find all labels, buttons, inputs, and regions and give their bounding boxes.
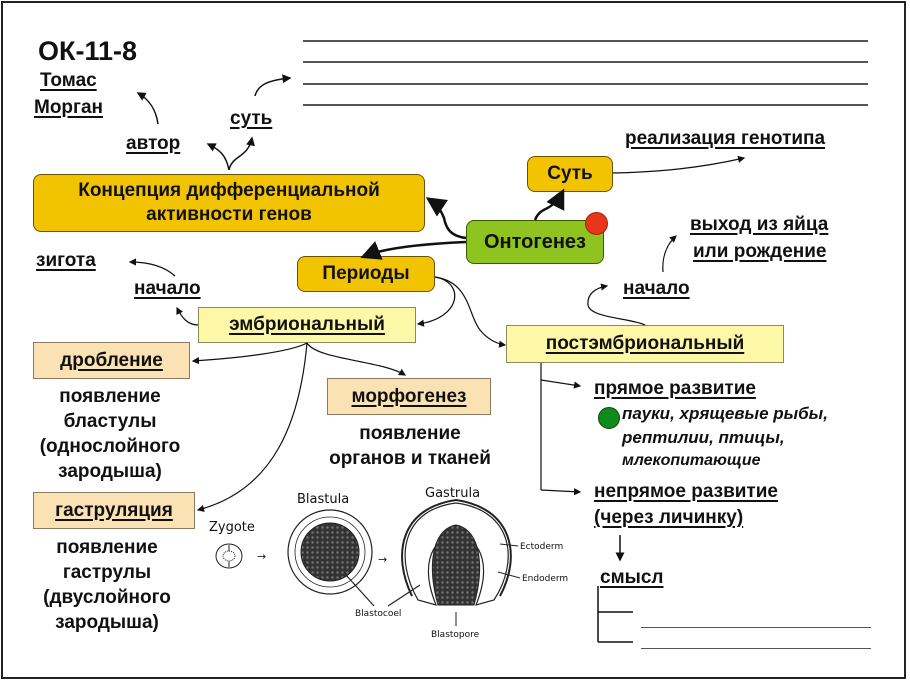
indirect-line1: непрямое развитие [594, 481, 778, 502]
gastrula-caption: Gastrula [425, 486, 481, 501]
direct-examples-line1: пауки, хрящевые рыбы, [622, 404, 828, 423]
gastrulation-result-line: появление [56, 537, 158, 558]
ectoderm-caption: Ectoderm [520, 542, 564, 552]
concept-line2: активности генов [146, 204, 312, 225]
morphogenesis-result-line: появление [359, 423, 461, 444]
genotype-realization-label: реализация генотипа [625, 128, 826, 149]
gastrulation-result: появление гаструлы (двуслойного зародыша… [17, 535, 197, 635]
blastopore-caption: Blastopore [431, 630, 480, 640]
start-left-label: начало [134, 278, 201, 299]
concept-line1: Концепция дифференциальной [78, 180, 380, 201]
morphogenesis-label: морфогенез [351, 385, 467, 407]
direct-examples-line3: млекопитающие [622, 452, 761, 469]
hatch-line2: или рождение [693, 241, 827, 262]
indirect-line2: (через личинку) [594, 507, 744, 528]
cleavage-result: появление бластулы (однослойного зародыш… [20, 384, 200, 484]
cleavage-label: дробление [60, 349, 163, 371]
meaning-label: смысл [600, 567, 664, 588]
blastula-caption: Blastula [297, 492, 350, 507]
hatch-line1: выход из яйца [690, 214, 829, 235]
answer-line [641, 627, 871, 628]
gastrulation-result-line: зародыша) [55, 612, 159, 633]
answer-line [303, 40, 868, 42]
start-right-label: начало [623, 278, 690, 299]
author-label: автор [126, 133, 181, 154]
zygote-caption: Zygote [209, 520, 255, 535]
periods-node: Периоды [297, 256, 435, 292]
answer-line [641, 648, 871, 649]
ontogenesis-node: Онтогенез [466, 220, 604, 264]
postembryonic-node: постэмбриональный [506, 325, 784, 363]
cleavage-node: дробление [33, 342, 190, 379]
answer-line [303, 61, 868, 63]
essence-node: Суть [527, 156, 613, 192]
zygote-label: зигота [36, 250, 96, 271]
embryonic-node: эмбриональный [198, 307, 416, 343]
concept-node: Концепция дифференциальной активности ге… [33, 174, 425, 232]
answer-line [303, 83, 868, 85]
red-marker-icon [585, 212, 608, 235]
blastocoel-caption: Blastocoel [355, 609, 402, 619]
cleavage-result-line: бластулы [63, 411, 157, 432]
gastrulation-result-line: гаструлы [62, 562, 152, 583]
author-name-line2: Морган [34, 97, 103, 118]
gastrulation-label: гаструляция [55, 499, 173, 521]
endoderm-caption: Endoderm [522, 574, 569, 584]
green-marker-icon [598, 407, 620, 429]
direct-development-label: прямое развитие [594, 378, 756, 399]
gastrulation-result-line: (двуслойного [43, 587, 171, 608]
answer-line [303, 104, 868, 106]
postembryonic-label: постэмбриональный [545, 333, 745, 354]
author-name-line1: Томас [40, 70, 97, 91]
morphogenesis-node: морфогенез [327, 378, 491, 415]
gastrulation-node: гаструляция [33, 492, 195, 529]
essence-label: суть [230, 108, 273, 129]
cleavage-result-line: зародыша) [58, 461, 162, 482]
embryonic-label: эмбриональный [229, 314, 385, 335]
cleavage-result-line: появление [59, 386, 161, 407]
slide-title: ОК-11-8 [38, 36, 138, 66]
direct-examples-line2: рептилии, птицы, [622, 428, 785, 447]
morphogenesis-result: появление органов и тканей [300, 421, 520, 471]
morphogenesis-result-line: органов и тканей [329, 448, 491, 469]
cleavage-result-line: (однослойного [39, 436, 181, 457]
